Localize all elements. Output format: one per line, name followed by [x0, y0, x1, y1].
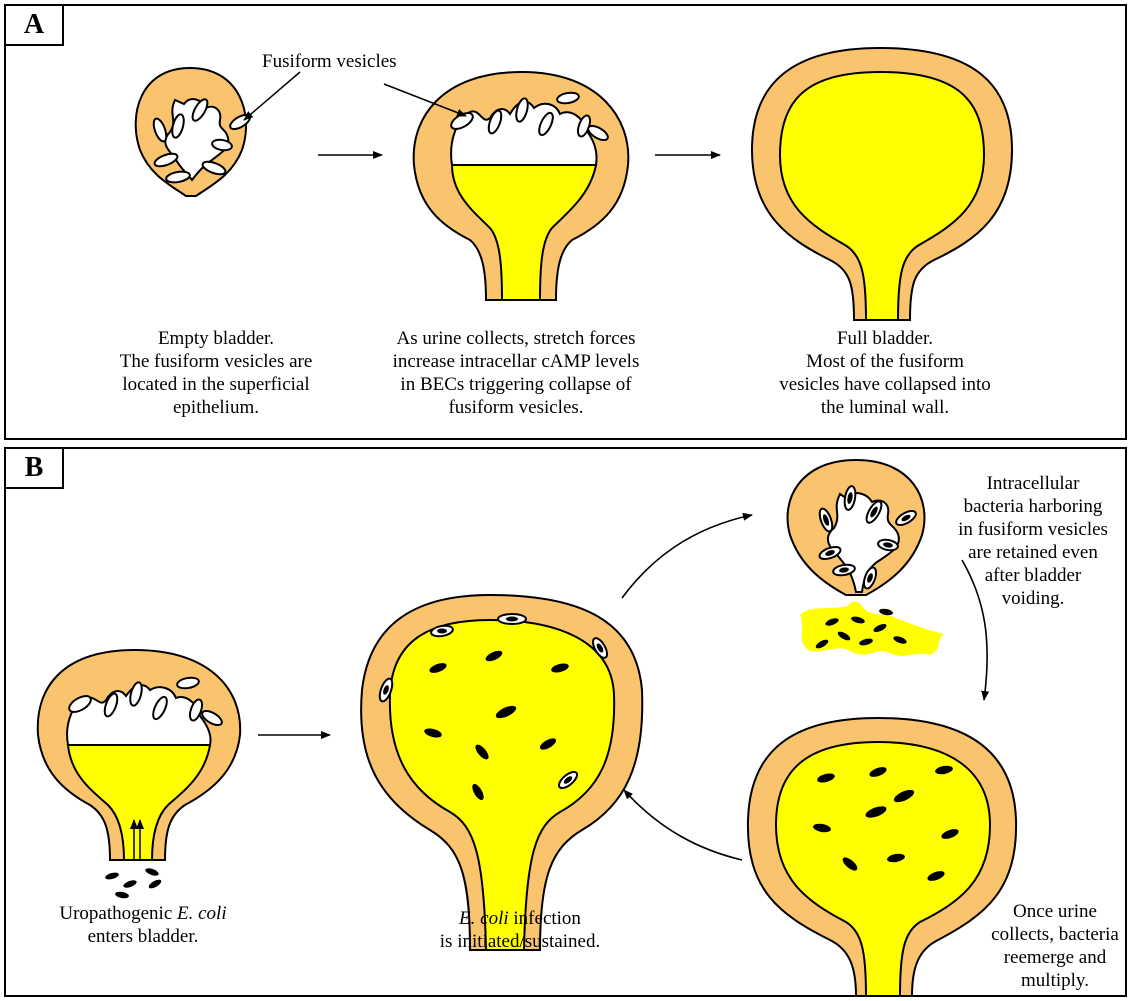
- caption-infection-line2: is initiated/sustained.: [400, 930, 640, 953]
- caption-full-line: Most of the fusiform: [754, 350, 1016, 373]
- caption-empty-line: epithelium.: [96, 396, 336, 419]
- caption-enter-pre: Uropathogenic: [59, 903, 177, 924]
- refilled-bladder-b: [748, 718, 1016, 996]
- arrow-back-to-infection: [624, 790, 742, 860]
- caption-empty-line: located in the superficial: [96, 373, 336, 396]
- fusiform-vesicles-callout: Fusiform vesicles: [262, 50, 397, 73]
- empty-bladder-a: [136, 68, 252, 196]
- caption-full-line: the luminal wall.: [754, 396, 1016, 419]
- caption-retained-line: after bladder: [938, 564, 1128, 587]
- caption-filling-line: in BECs triggering collapse of: [366, 373, 666, 396]
- caption-reemerge-line: reemerge and: [980, 946, 1130, 969]
- caption-filling-line: fusiform vesicles.: [366, 396, 666, 419]
- caption-infection-italic: E. coli: [459, 908, 509, 929]
- caption-empty-line: Empty bladder.: [96, 327, 336, 350]
- caption-full-line: vesicles have collapsed into: [754, 373, 1016, 396]
- filling-bladder-a: [414, 72, 629, 300]
- caption-retained-line: voiding.: [938, 587, 1128, 610]
- caption-reemerge-line: Once urine: [980, 900, 1130, 923]
- caption-reemerge-line: multiply.: [980, 969, 1130, 992]
- caption-enters-bladder: Uropathogenic E. coli enters bladder.: [18, 902, 268, 948]
- voided-bladder-b: [788, 460, 944, 656]
- caption-enter-italic: E. coli: [177, 903, 227, 924]
- entering-bladder-b: [38, 650, 240, 899]
- caption-retained-line: Intracellular: [938, 472, 1128, 495]
- caption-filling-line: increase intracellar cAMP levels: [366, 350, 666, 373]
- caption-retained-line: bacteria harboring: [938, 495, 1128, 518]
- caption-reemerge-line: collects, bacteria: [980, 923, 1130, 946]
- caption-full-line: Full bladder.: [754, 327, 1016, 350]
- full-bladder-a: [752, 48, 1012, 320]
- caption-filling-line: As urine collects, stretch forces: [366, 327, 666, 350]
- caption-retained-line: are retained even: [938, 541, 1128, 564]
- infected-bladder-b: [361, 595, 642, 950]
- arrow-to-voided: [622, 515, 752, 598]
- caption-enter-line2: enters bladder.: [18, 925, 268, 948]
- caption-empty-line: The fusiform vesicles are: [96, 350, 336, 373]
- caption-infection-post: infection: [509, 908, 581, 929]
- caption-retained-line: in fusiform vesicles: [938, 518, 1128, 541]
- caption-infection: E. coli infection is initiated/sustained…: [400, 907, 640, 953]
